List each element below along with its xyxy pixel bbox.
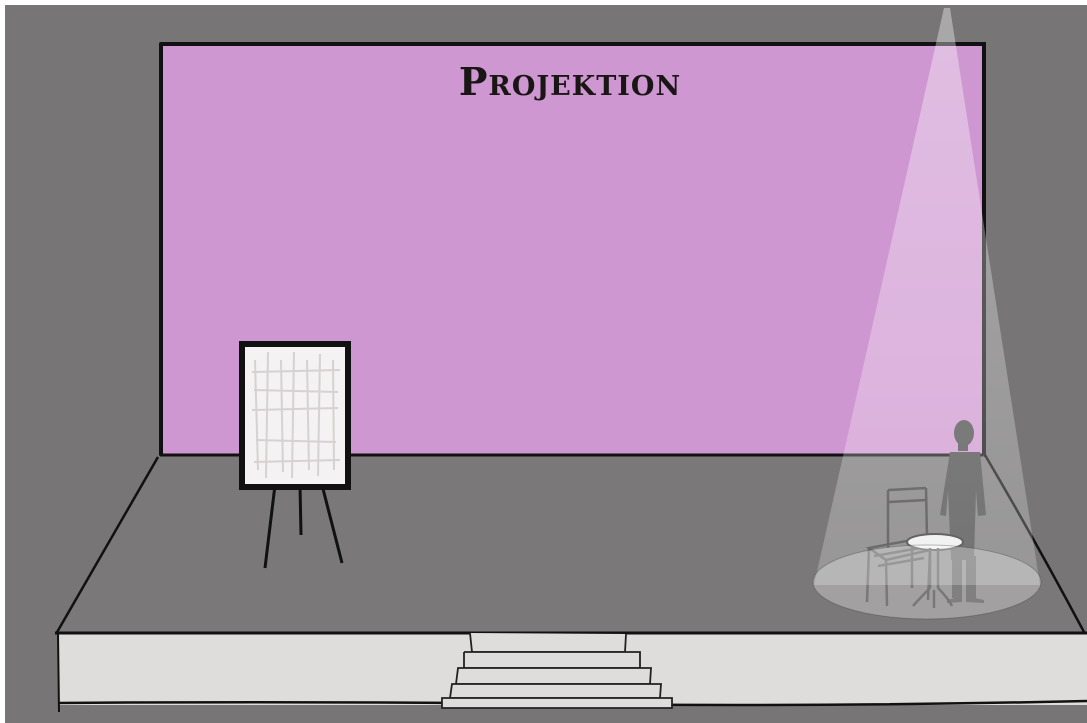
projection-title: Projektion <box>459 59 681 104</box>
white-frame-top <box>0 0 1087 5</box>
white-frame-left <box>0 0 5 723</box>
